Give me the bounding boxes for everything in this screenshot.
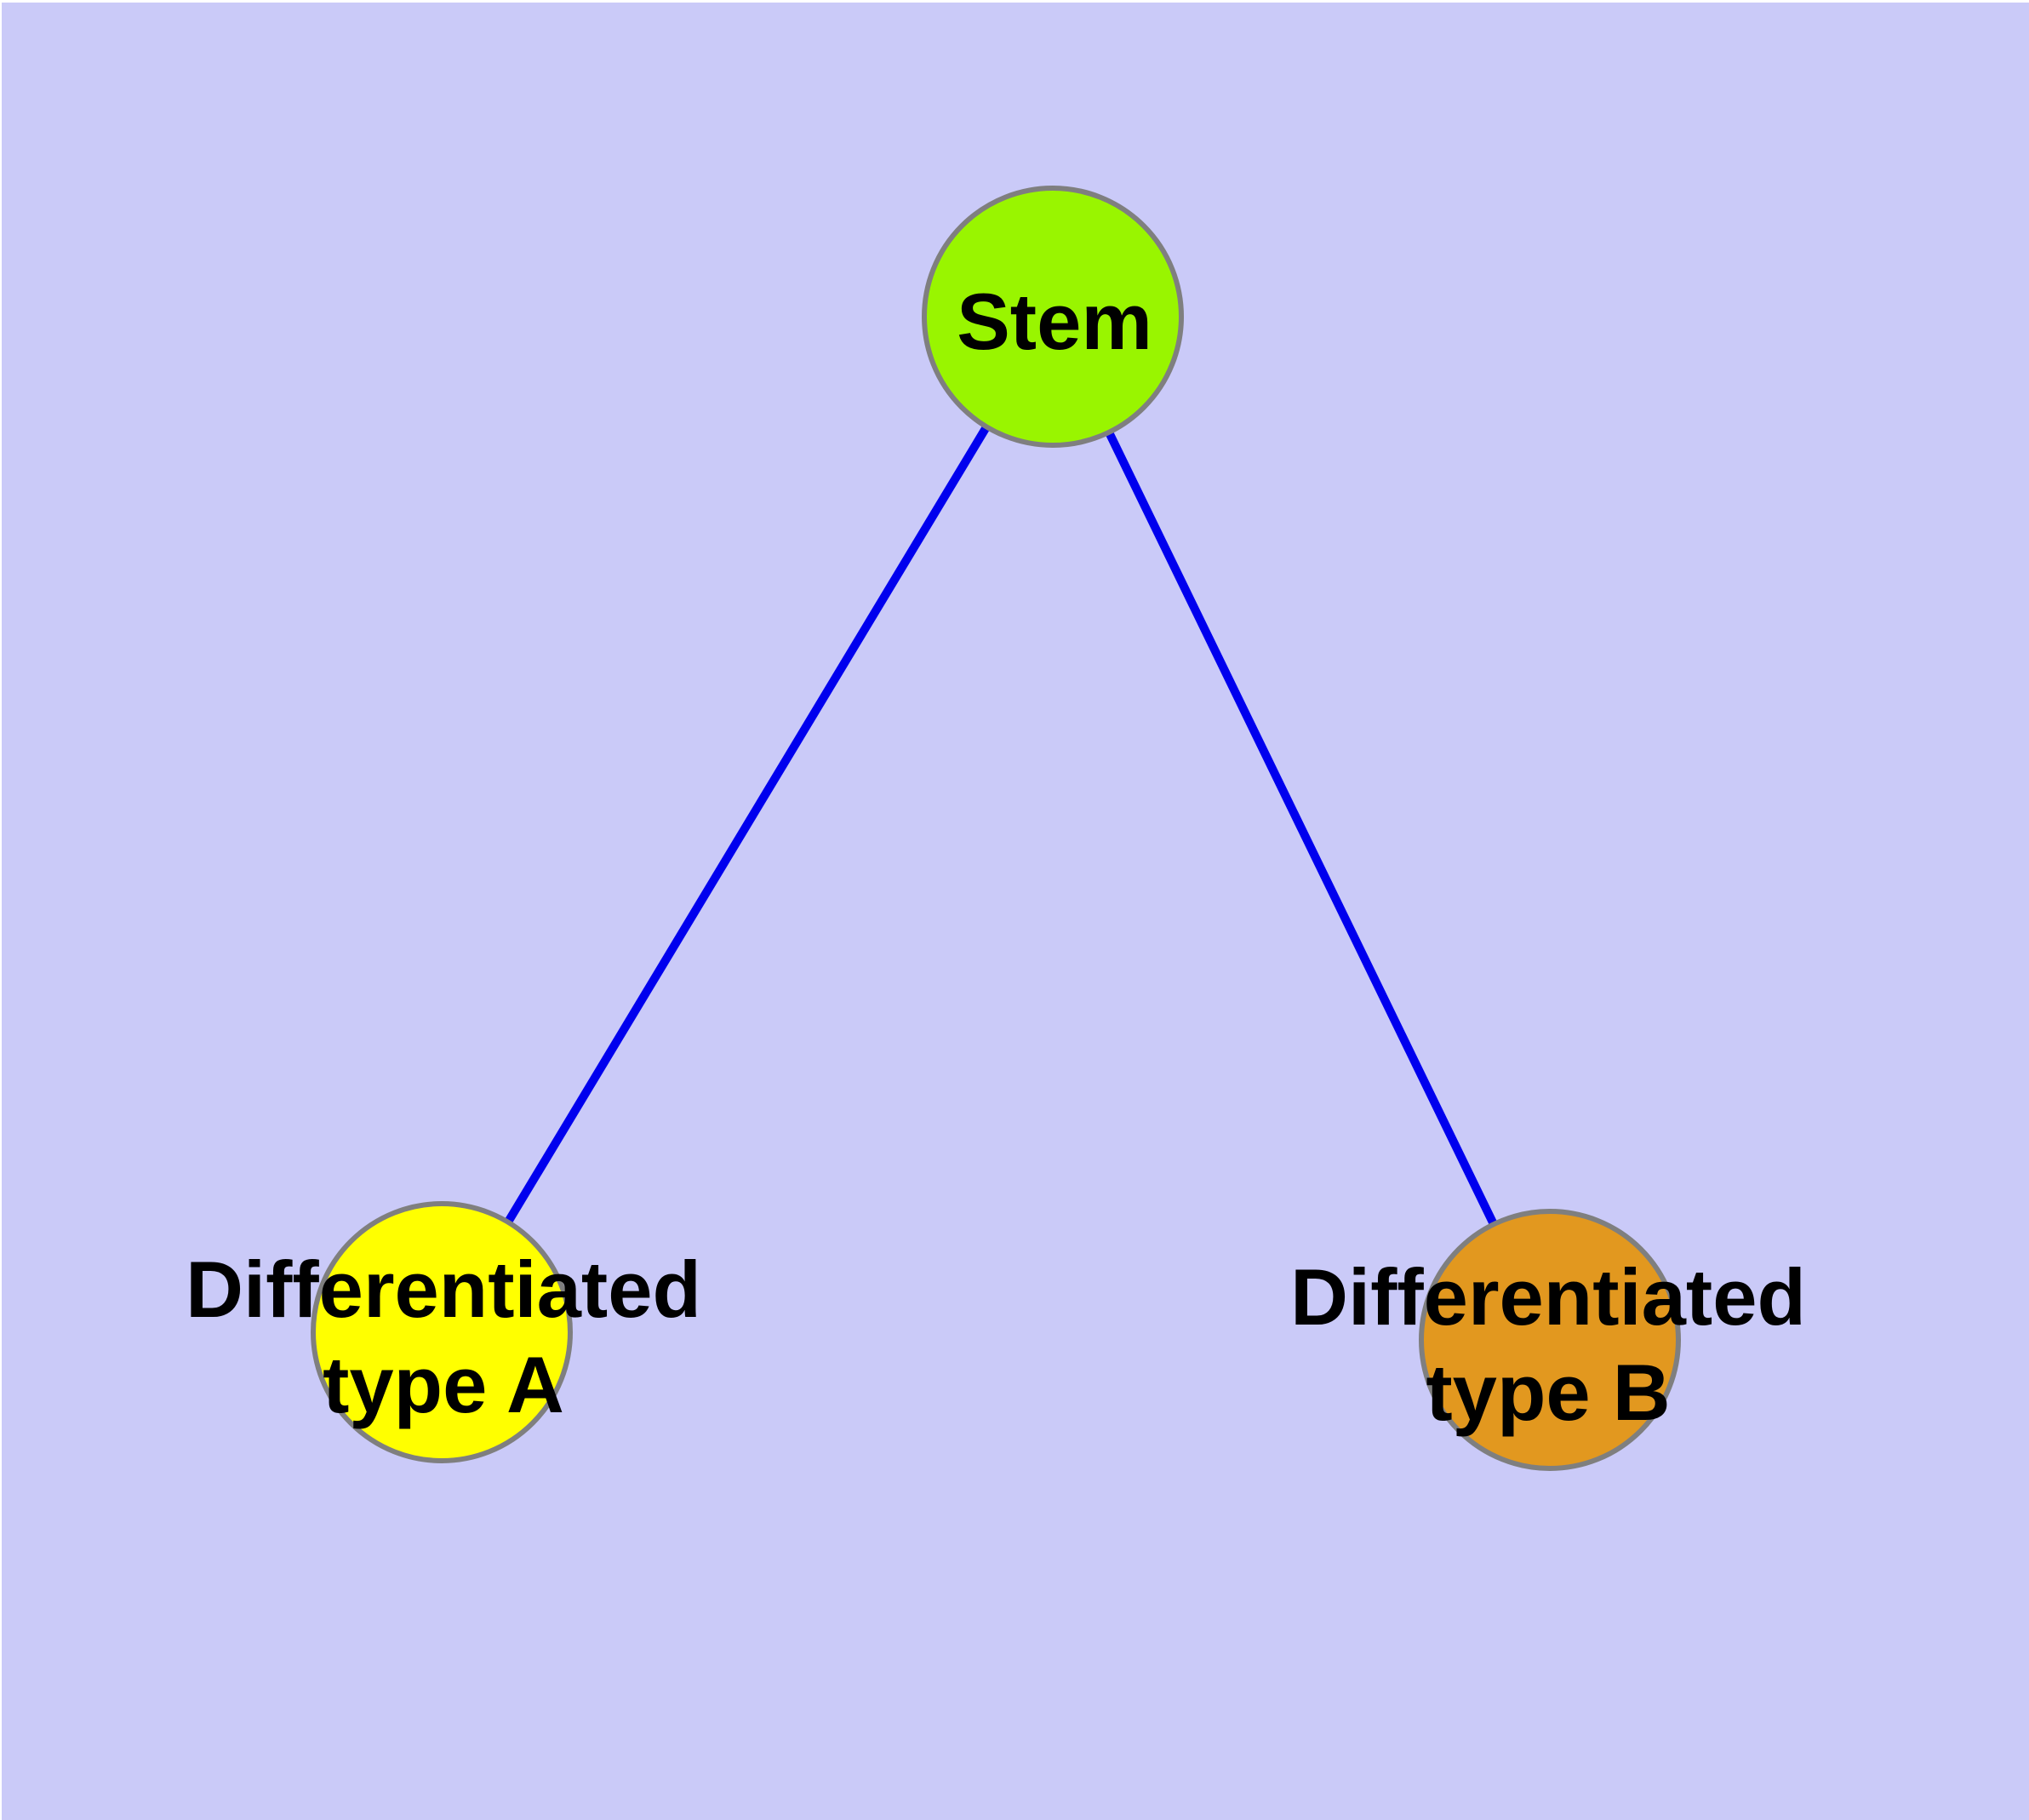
node-differentiated-type-a-label-line1: Differentiated	[186, 1245, 701, 1334]
node-differentiated-type-b	[1419, 1209, 1681, 1471]
node-stem-label: Stem	[957, 277, 1152, 366]
node-differentiated-type-b-label-line2: type B	[1426, 1348, 1670, 1437]
node-stem-group: Stem	[922, 186, 1184, 448]
node-differentiated-type-b-group: Differentiated type B	[1290, 1209, 1806, 1471]
node-differentiated-type-a-label-line2: type A	[323, 1340, 564, 1429]
node-stem	[922, 186, 1184, 448]
edge-stem-to-differentiated-type-a	[437, 314, 1057, 1335]
edge-stem-to-differentiated-type-b	[1049, 314, 1554, 1342]
node-differentiated-type-b-label-line1: Differentiated	[1290, 1252, 1806, 1342]
node-differentiated-type-a-group: Differentiated type A	[186, 1201, 701, 1463]
node-differentiated-type-a	[311, 1201, 573, 1463]
